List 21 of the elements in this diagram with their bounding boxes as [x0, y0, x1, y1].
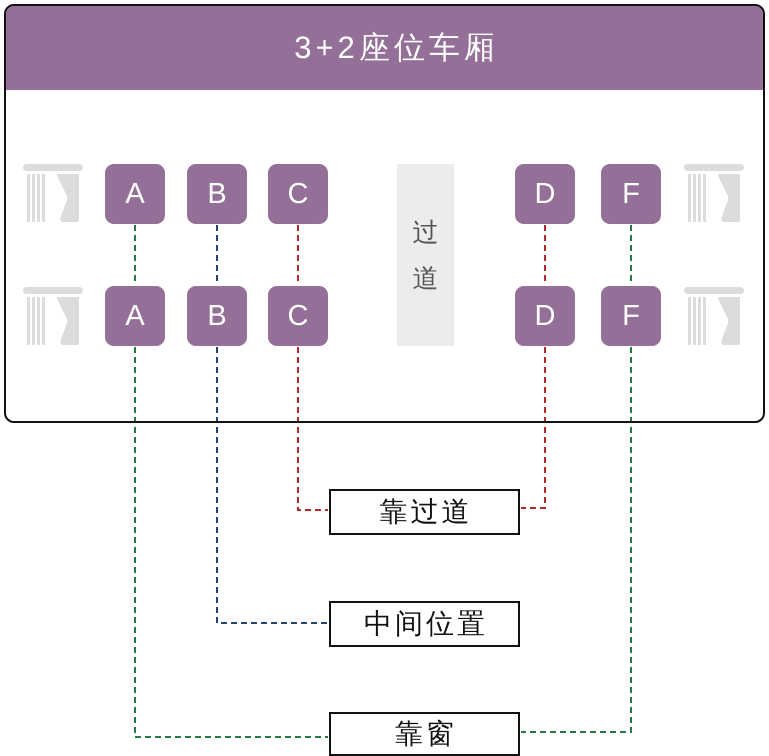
aisle-strip: 过道: [397, 164, 454, 346]
seat-tile: A: [105, 164, 165, 224]
seat-tile: A: [105, 286, 165, 346]
seat-tile: C: [268, 286, 328, 346]
seat-tile: B: [187, 286, 247, 346]
connector-line: [297, 347, 328, 511]
connector-line: [521, 347, 546, 509]
seat-tile: F: [601, 286, 661, 346]
connector-line: [216, 347, 328, 624]
connector-line: [521, 347, 632, 733]
label-box: 靠窗: [329, 712, 520, 756]
carriage-frame: [4, 4, 765, 423]
title-bar: 3+2座位车厢: [6, 6, 763, 90]
seat-tile: C: [268, 164, 328, 224]
seat-tile: D: [515, 286, 575, 346]
seat-tile: F: [601, 164, 661, 224]
seat-tile: D: [515, 164, 575, 224]
label-box: 靠过道: [329, 489, 520, 535]
connector-line: [134, 347, 328, 738]
seat-tile: B: [187, 164, 247, 224]
label-box: 中间位置: [329, 601, 520, 647]
